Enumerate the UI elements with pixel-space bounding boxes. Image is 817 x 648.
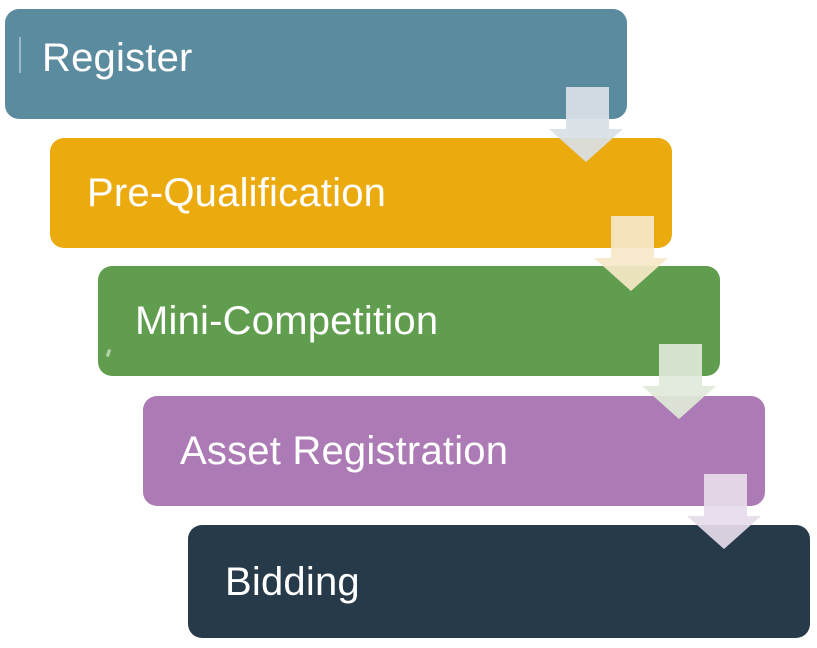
- connector-arrow-1: [549, 87, 623, 162]
- down-arrow-icon: [642, 344, 716, 419]
- step-label: Mini-Competition: [135, 299, 439, 343]
- step-label: Register: [42, 36, 193, 80]
- text-cursor-artifact: [19, 37, 21, 73]
- step-bidding: Bidding: [188, 525, 810, 638]
- down-arrow-icon: [549, 87, 623, 162]
- connector-arrow-2: [594, 216, 668, 291]
- connector-arrow-3: [642, 344, 716, 419]
- step-label: Bidding: [225, 559, 360, 604]
- step-pre-qualification: Pre-Qualification: [50, 138, 672, 248]
- down-arrow-icon: [594, 216, 668, 291]
- step-label: Asset Registration: [180, 429, 509, 473]
- step-label: Pre-Qualification: [87, 171, 387, 215]
- step-register: Register: [5, 9, 627, 119]
- down-arrow-icon: [687, 474, 761, 549]
- step-asset-registration: Asset Registration: [143, 396, 765, 506]
- step-mini-competition: Mini-Competition: [98, 266, 720, 376]
- connector-arrow-4: [687, 474, 761, 549]
